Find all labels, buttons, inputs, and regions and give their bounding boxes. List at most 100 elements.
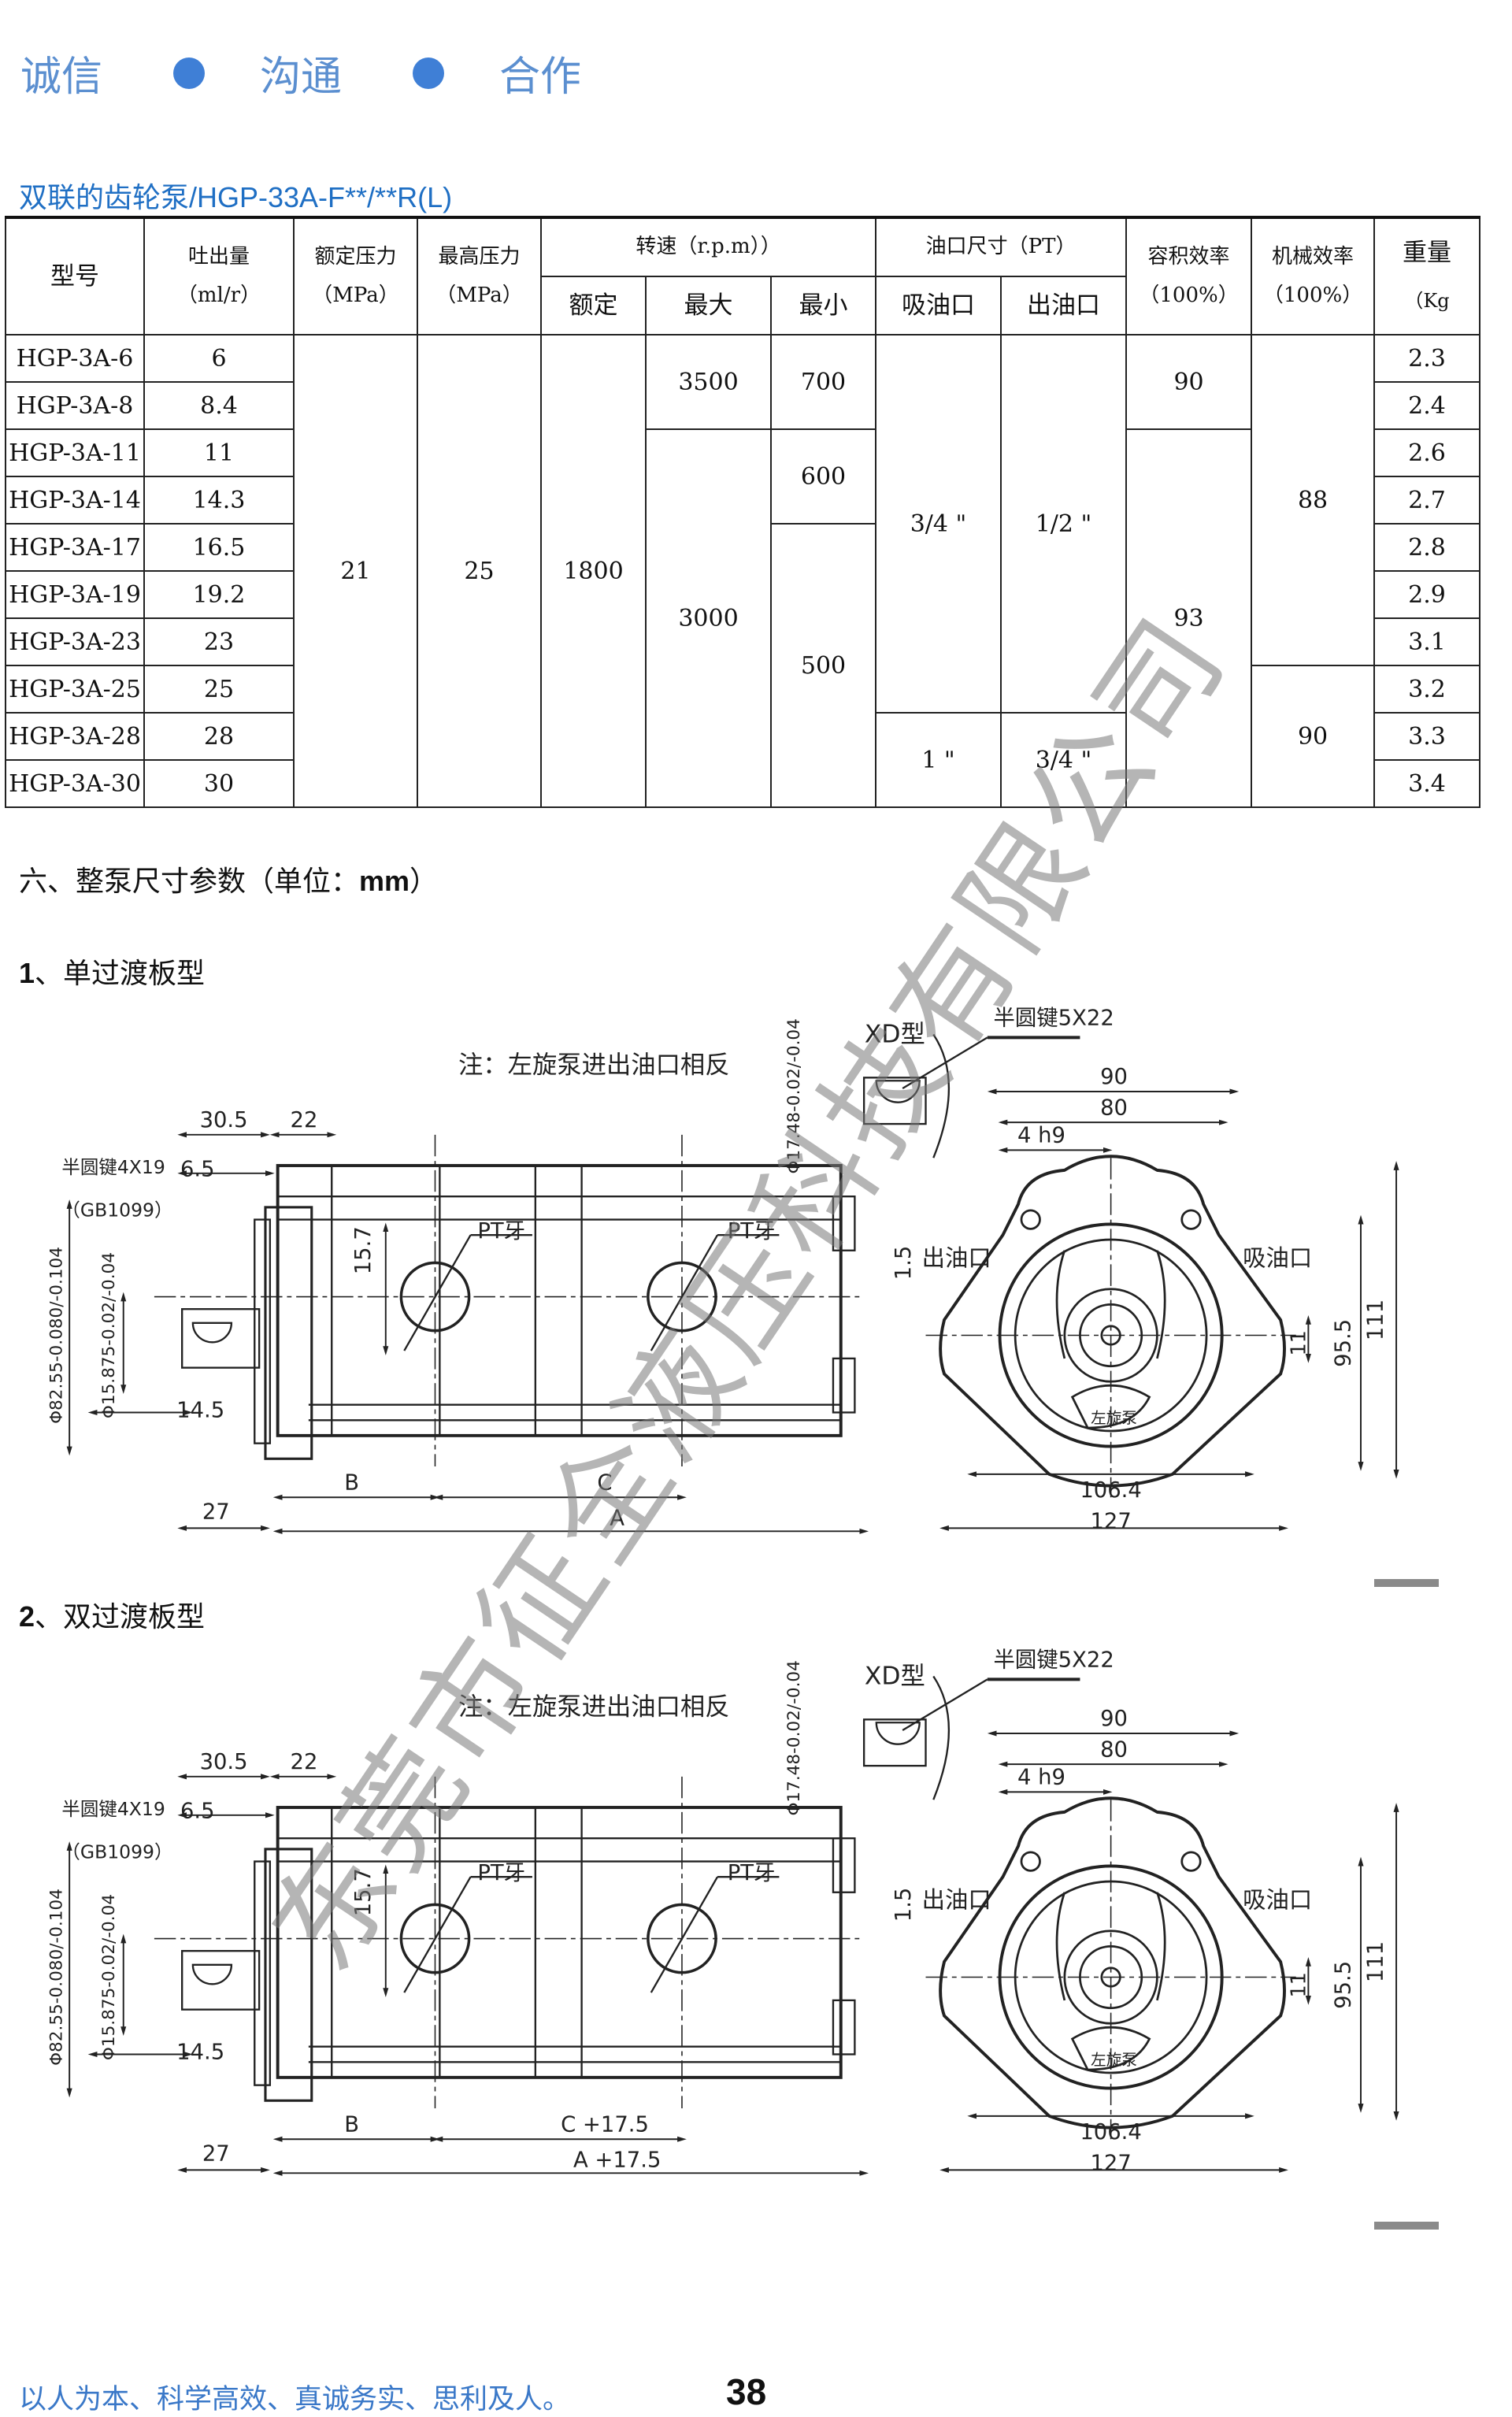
dim-22: 22 <box>291 1108 318 1133</box>
dim-1-5: 1.5 <box>891 1246 916 1281</box>
subsection-double-plate: 2、双过渡板型 <box>19 1600 206 1633</box>
dim-11: 11 <box>1287 1330 1310 1355</box>
cell-speed-min-a: 700 <box>769 334 877 430</box>
cell-model: HGP-3A-17 <box>5 523 145 572</box>
inlet-label: 吸油口 <box>1243 1887 1312 1914</box>
dim-82-55: Φ82.55-0.080/-0.104 <box>46 1889 66 2066</box>
cell-port-out-a: 1/2 " <box>1000 334 1128 714</box>
cell-model: HGP-3A-14 <box>5 476 145 525</box>
cell-speed-max-b: 3000 <box>645 428 772 808</box>
dim-82-55: Φ82.55-0.080/-0.104 <box>46 1247 66 1424</box>
gray-bar <box>1374 1579 1439 1587</box>
gray-bar <box>1374 2222 1439 2230</box>
motto-word: 合作 <box>499 54 582 101</box>
dim-95-5: 95.5 <box>1331 1319 1355 1367</box>
cell-displacement: 25 <box>143 665 295 714</box>
cell-mech-eff-a: 88 <box>1251 334 1376 666</box>
pt-thread-label: PT牙 <box>477 1861 525 1885</box>
cell-vol-eff-b: 93 <box>1125 428 1253 808</box>
left-rotation-note: 注：左旋泵进出油口相反 <box>458 1693 730 1722</box>
cell-weight: 3.4 <box>1373 759 1481 808</box>
left-hand-pump-label: 左旋泵 <box>1091 1409 1137 1427</box>
xd-type-label: XD型 <box>865 1663 925 1691</box>
dim-4h9: 4 h9 <box>1017 1766 1065 1790</box>
bullet-dot-icon <box>413 57 445 89</box>
cell-speed-min-b: 600 <box>769 428 877 525</box>
side-view <box>154 1676 1080 2109</box>
dim-30-5: 30.5 <box>200 1108 248 1133</box>
cell-weight: 2.4 <box>1373 381 1481 430</box>
cell-model: HGP-3A-19 <box>5 570 145 619</box>
cell-weight: 3.3 <box>1373 712 1481 761</box>
header-port-out: 出油口 <box>1000 276 1128 335</box>
dim-22: 22 <box>291 1750 318 1774</box>
dim-c: C +17.5 <box>561 2113 649 2137</box>
cell-max-pressure: 25 <box>417 334 542 808</box>
dim-80: 80 <box>1100 1095 1128 1120</box>
gb1099-label: （GB1099） <box>61 1841 172 1863</box>
motto-word: 诚信 <box>20 54 103 101</box>
page-number: 38 <box>726 2371 767 2412</box>
cell-displacement: 23 <box>143 617 295 666</box>
cell-weight: 2.3 <box>1373 334 1481 383</box>
dim-4h9: 4 h9 <box>1017 1124 1065 1148</box>
dim-90: 90 <box>1100 1707 1128 1732</box>
cell-displacement: 30 <box>143 759 295 808</box>
dim-a: A <box>610 1506 624 1530</box>
dim-11: 11 <box>1287 1972 1310 1997</box>
header-weight: 重量（Kg <box>1373 217 1481 335</box>
key-5x22-label: 半圆键5X22 <box>993 1006 1114 1031</box>
cell-weight: 2.9 <box>1373 570 1481 619</box>
dim-1-5: 1.5 <box>891 1888 916 1922</box>
key-4x19-label: 半圆键4X19 <box>61 1798 165 1820</box>
dim-c: C <box>597 1470 612 1495</box>
outlet-label: 出油口 <box>922 1887 991 1914</box>
dim-14-5: 14.5 <box>176 1398 224 1422</box>
dim-95-5: 95.5 <box>1331 1961 1355 2009</box>
front-view <box>925 1155 1296 1498</box>
motto-header: 诚信 沟通 合作 <box>20 43 581 102</box>
key-4x19-label: 半圆键4X19 <box>61 1156 165 1178</box>
dim-106-4: 106.4 <box>1080 2121 1141 2145</box>
dim-15-875: Φ15.875-0.02/-0.04 <box>99 1894 119 2060</box>
header-speed: 转速（r.p.m）） <box>539 217 877 277</box>
inlet-label: 吸油口 <box>1243 1244 1312 1271</box>
header-vol-eff: 容积效率（100%） <box>1125 217 1253 335</box>
cell-weight: 2.6 <box>1373 428 1481 477</box>
cell-model: HGP-3A-28 <box>5 712 145 761</box>
cell-model: HGP-3A-25 <box>5 665 145 714</box>
dim-15-7: 15.7 <box>351 1869 376 1917</box>
cell-weight: 3.2 <box>1373 665 1481 714</box>
subsection-single-plate: 1、单过渡板型 <box>19 957 206 990</box>
cell-model: HGP-3A-23 <box>5 617 145 666</box>
dim-17-48: Φ17.48-0.02/-0.04 <box>784 1660 804 1815</box>
section-heading: 六、整泵尺寸参数（单位：mm） <box>19 865 439 898</box>
dim-b: B <box>344 2113 359 2137</box>
cell-speed-max-a: 3500 <box>645 334 772 430</box>
dim-6-5: 6.5 <box>180 1800 215 1824</box>
cell-vol-eff-a: 90 <box>1125 334 1253 430</box>
header-speed-max: 最大 <box>645 276 772 335</box>
cell-mech-eff-b: 90 <box>1251 665 1376 808</box>
cell-model: HGP-3A-30 <box>5 759 145 808</box>
pt-thread-label: PT牙 <box>728 1861 776 1885</box>
left-rotation-note: 注：左旋泵进出油口相反 <box>458 1051 730 1079</box>
cell-port-out-b: 3/4 " <box>1000 712 1128 808</box>
cell-displacement: 8.4 <box>143 381 295 430</box>
dim-15-875: Φ15.875-0.02/-0.04 <box>99 1252 119 1418</box>
dim-127: 127 <box>1090 1509 1131 1533</box>
dim-27: 27 <box>202 1500 230 1525</box>
footer-slogan: 以人为本、科学高效、真诚务实、思利及人。 <box>19 2384 571 2415</box>
cell-weight: 3.1 <box>1373 617 1481 666</box>
cell-displacement: 19.2 <box>143 570 295 619</box>
header-displacement: 吐出量（ml/r） <box>143 217 295 335</box>
dim-14-5: 14.5 <box>176 2041 224 2065</box>
outlet-label: 出油口 <box>922 1244 991 1271</box>
dim-27: 27 <box>202 2142 230 2167</box>
